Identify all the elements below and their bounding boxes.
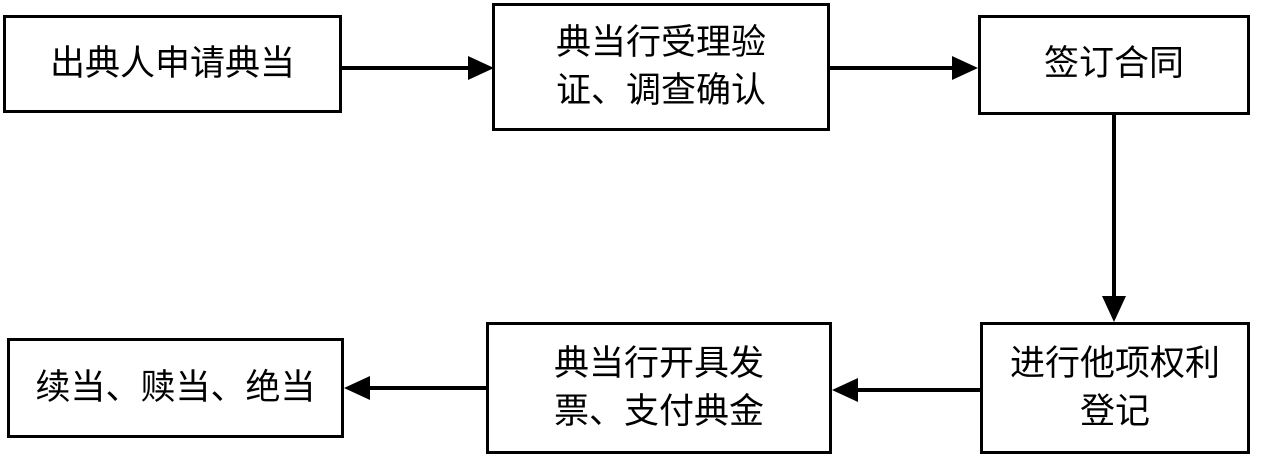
node-invoice-label-line-1: 典当行开具发 bbox=[553, 344, 764, 384]
arrowhead-invoice-to-outcome bbox=[344, 376, 370, 400]
node-contract-label: 签订合同 bbox=[1043, 44, 1184, 84]
arrowhead-apply-to-verify bbox=[468, 56, 494, 80]
arrowhead-contract-to-register bbox=[1102, 296, 1126, 322]
node-outcome: 续当、赎当、绝当 bbox=[7, 338, 344, 438]
arrowhead-register-to-invoice bbox=[832, 378, 858, 402]
node-contract: 签订合同 bbox=[978, 15, 1250, 115]
node-verify: 典当行受理验 证、调查确认 bbox=[492, 3, 830, 131]
node-register: 进行他项权利 登记 bbox=[980, 322, 1250, 454]
node-apply: 出典人申请典当 bbox=[3, 15, 342, 113]
node-register-label-line-2: 登记 bbox=[1079, 392, 1150, 432]
node-invoice-label-line-2: 票、支付典金 bbox=[553, 392, 764, 432]
node-apply-label: 出典人申请典当 bbox=[49, 44, 295, 84]
node-invoice: 典当行开具发 票、支付典金 bbox=[486, 322, 832, 454]
node-verify-label-line-2: 证、调查确认 bbox=[555, 71, 766, 111]
node-verify-label-line-1: 典当行受理验 bbox=[555, 23, 766, 63]
arrowhead-verify-to-contract bbox=[952, 56, 978, 80]
node-outcome-label: 续当、赎当、绝当 bbox=[35, 368, 316, 408]
node-register-label-line-1: 进行他项权利 bbox=[1009, 344, 1220, 384]
